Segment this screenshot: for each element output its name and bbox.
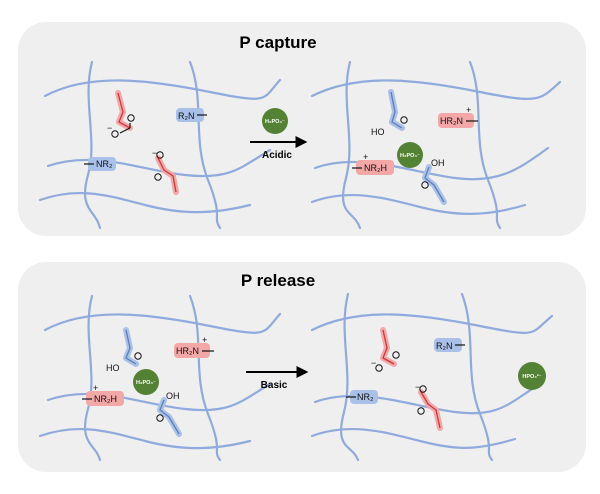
svg-text:+: + <box>363 152 368 162</box>
release-panel <box>18 262 586 472</box>
capture-title: P capture <box>239 33 316 52</box>
carboxylic-acid-group-2: OH <box>421 158 447 205</box>
release-acid-group: HO <box>106 327 142 373</box>
capture-network-after <box>310 60 562 230</box>
acid-label: HO <box>371 127 385 137</box>
svg-text:−: − <box>152 148 157 158</box>
svg-text:+: + <box>93 383 98 393</box>
carboxylate-group: − <box>107 90 135 138</box>
phosphate-bound: H₂PO₄⁻ <box>397 142 423 168</box>
carboxylate-oxygen-icon <box>111 130 119 138</box>
release-acid-label: HO <box>106 363 120 373</box>
carboxylate-group-2: − <box>152 148 179 195</box>
release-network-before <box>38 294 282 462</box>
release-phosphate-bound: H₂PO₄⁻ <box>133 369 159 395</box>
release-carboxylate-group-2: − <box>415 382 443 431</box>
capture-condition: Acidic <box>262 150 292 161</box>
capture-panel <box>18 22 586 236</box>
svg-text:+: + <box>466 105 471 115</box>
release-ammonium-group: HR₂N + <box>174 335 214 358</box>
svg-text:HPO₄²⁻: HPO₄²⁻ <box>522 373 541 380</box>
acid-label-2: OH <box>431 158 445 168</box>
amine-group: R₂N <box>176 108 207 122</box>
carboxylic-acid-group: HO <box>371 89 408 137</box>
release-acid-group-2: OH <box>156 391 182 437</box>
release-ammonium-group-2: NR₂H + <box>82 383 124 406</box>
release-acid-label-2: OH <box>166 391 180 401</box>
phosphate-reactant: H₂PO₄⁻ <box>262 108 288 134</box>
ammonium-group-2: NR₂H + <box>352 152 394 175</box>
release-amine-label-2: NR₂ <box>357 392 374 402</box>
release-ammonium-label-2: NR₂H <box>94 394 117 404</box>
svg-text:H₂PO₄⁻: H₂PO₄⁻ <box>136 380 156 386</box>
release-amine-group-2: NR₂ <box>346 390 378 404</box>
carbonyl-oxygen-icon <box>127 114 135 122</box>
release-carboxylate-group: − <box>371 327 400 372</box>
ammonium-label-2: NR₂H <box>364 163 387 173</box>
svg-text:+: + <box>202 335 207 345</box>
svg-text:−: − <box>371 358 376 368</box>
release-amine-group: R₂N <box>434 338 465 352</box>
release-title: P release <box>241 271 315 290</box>
amine-label: R₂N <box>178 111 195 121</box>
amine-group-2: NR₂ <box>84 157 116 171</box>
capture-network-before <box>38 60 282 230</box>
svg-text:−: − <box>107 123 112 133</box>
released-phosphate: HPO₄²⁻ <box>518 362 546 390</box>
svg-text:−: − <box>415 382 420 392</box>
ammonium-group: HR₂N + <box>438 105 478 128</box>
amine-label-2: NR₂ <box>96 159 113 169</box>
ammonium-label: HR₂N <box>440 116 463 126</box>
release-ammonium-label: HR₂N <box>176 346 199 356</box>
svg-text:H₂PO₄⁻: H₂PO₄⁻ <box>400 153 420 159</box>
release-condition: Basic <box>261 380 288 391</box>
svg-text:H₂PO₄⁻: H₂PO₄⁻ <box>265 119 285 125</box>
release-amine-label: R₂N <box>436 341 453 351</box>
